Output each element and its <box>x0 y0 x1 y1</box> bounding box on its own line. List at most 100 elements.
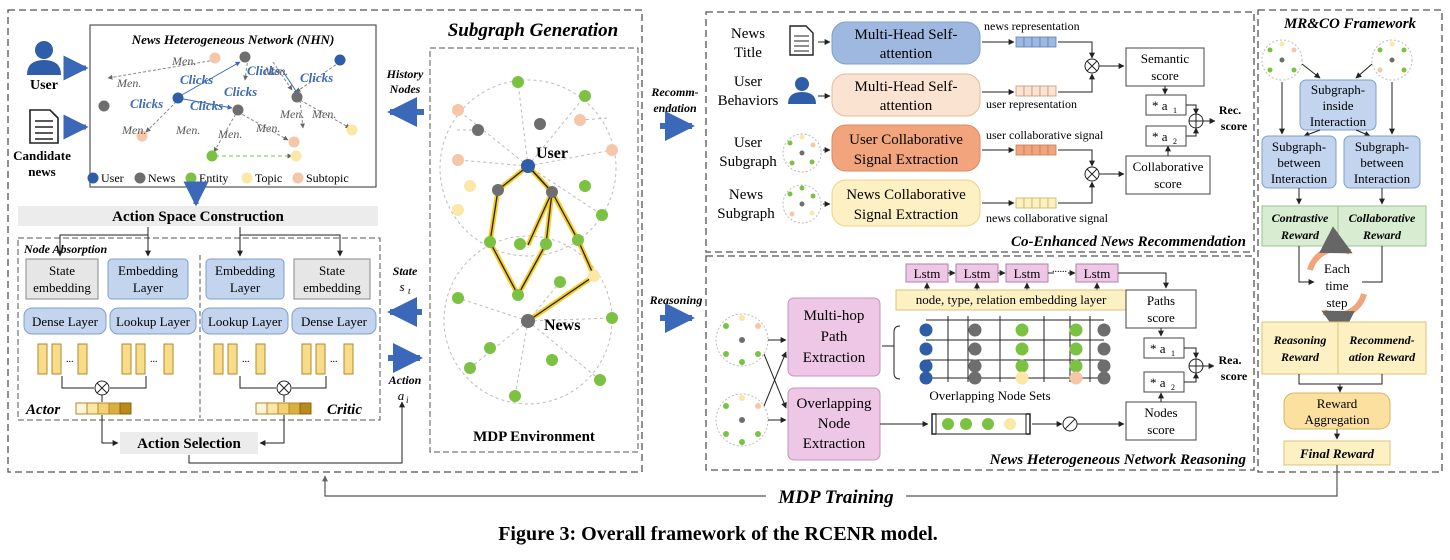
svg-text:2: 2 <box>1173 137 1177 146</box>
svg-text:...: ... <box>242 354 250 365</box>
recommendation-arrow-label: Recomm- <box>650 85 698 99</box>
reasoning-input-graph-1 <box>715 313 769 367</box>
embedding-layer-box-critic <box>205 258 285 300</box>
svg-text:inside: inside <box>1322 98 1353 113</box>
lookup-layer-box-critic <box>201 307 289 335</box>
user-subgraph-label: User <box>734 135 762 151</box>
svg-text:between: between <box>1277 155 1321 170</box>
svg-text:embedding: embedding <box>303 280 361 295</box>
state-embedding-box <box>25 258 99 300</box>
svg-text:Dense Layer: Dense Layer <box>301 314 368 329</box>
svg-text:* a: * a <box>1150 341 1166 356</box>
node-absorption-frame <box>17 237 381 421</box>
each-time-step-cycle: Each time step <box>1307 226 1367 338</box>
nhn-edge-labels: Men. Men. Men. Men. Men. Men. Men. Men. … <box>116 54 336 141</box>
svg-text:Reward: Reward <box>1362 228 1402 242</box>
nhn-nodes <box>98 51 358 162</box>
svg-text:Multi-Head Self-: Multi-Head Self- <box>855 79 958 95</box>
svg-text:Lstm: Lstm <box>914 266 941 281</box>
svg-text:...: ... <box>330 354 338 365</box>
news-collab-box <box>831 179 981 227</box>
svg-text:* a: * a <box>1152 98 1168 113</box>
svg-text:attention: attention <box>880 46 933 62</box>
svg-text:score: score <box>1151 68 1179 83</box>
svg-text:Layer: Layer <box>133 280 164 295</box>
lookup-layer-box <box>109 307 197 335</box>
svg-text:Contrastive: Contrastive <box>1272 211 1329 225</box>
embedding-layer-box <box>107 258 189 300</box>
user-collab-label: user collaborative signal <box>986 128 1104 142</box>
svg-text:attention: attention <box>880 98 933 114</box>
semantic-score-box <box>1125 47 1205 87</box>
svg-text:score: score <box>1147 422 1175 437</box>
svg-text:Men.: Men. <box>121 123 146 137</box>
lstm-chain: Lstm Lstm Lstm Lstm ...... <box>905 263 1169 290</box>
svg-text:Clicks: Clicks <box>300 70 333 85</box>
svg-text:......: ...... <box>1052 264 1067 275</box>
news-rep-label: news representation <box>984 19 1080 33</box>
svg-text:* a: * a <box>1152 129 1168 144</box>
nodes-score-box <box>1125 401 1197 441</box>
svg-text:User: User <box>536 145 568 162</box>
svg-text:2: 2 <box>1171 383 1175 392</box>
svg-text:State: State <box>49 263 75 278</box>
svg-text:Collaborative: Collaborative <box>1133 159 1204 174</box>
svg-text:Lstm: Lstm <box>1014 266 1041 281</box>
svg-text:Men.: Men. <box>171 54 196 68</box>
svg-text:Reasoning: Reasoning <box>1273 333 1327 347</box>
svg-text:Interaction: Interaction <box>1310 114 1367 129</box>
action-selection-label: Action Selection <box>137 436 241 452</box>
collab-score-box <box>1125 155 1211 195</box>
final-reward-box <box>1283 440 1391 466</box>
svg-text:Each: Each <box>1324 261 1350 276</box>
svg-text:Node: Node <box>818 416 851 432</box>
svg-text:Men.: Men. <box>311 107 336 121</box>
news-subgraph-icon <box>782 184 822 224</box>
svg-text:Reward: Reward <box>1280 350 1320 364</box>
multihop-path-box <box>787 297 881 377</box>
user-icon <box>27 41 61 75</box>
node-absorption-label: Node Absorption <box>23 242 108 256</box>
nhn-box <box>89 24 377 188</box>
svg-text:Men.: Men. <box>255 121 280 135</box>
nhn-edges <box>107 57 351 159</box>
mhsa-box-2 <box>831 73 981 117</box>
svg-text:1: 1 <box>1173 106 1177 115</box>
svg-text:Signal Extraction: Signal Extraction <box>854 152 959 168</box>
svg-text:Clicks: Clicks <box>247 63 280 78</box>
critic-output-vector <box>255 402 312 415</box>
svg-text:Signal Extraction: Signal Extraction <box>854 207 959 223</box>
svg-text:Dense Layer: Dense Layer <box>32 314 99 329</box>
news-collab-label: news collaborative signal <box>986 211 1109 225</box>
recommendation-reward-box <box>1337 321 1427 375</box>
svg-text:Men.: Men. <box>217 127 242 141</box>
user-subgraph-icon <box>782 133 822 173</box>
action-space-label: Action Space Construction <box>112 209 284 225</box>
svg-text:Extraction: Extraction <box>803 436 866 452</box>
mrco-graph-left <box>1261 39 1303 81</box>
overlap-sets-label: Overlapping Node Sets <box>929 388 1050 403</box>
svg-text:Embedding: Embedding <box>215 263 275 278</box>
svg-text:step: step <box>1327 295 1348 310</box>
user-label: User <box>30 78 58 93</box>
svg-text:Lookup Layer: Lookup Layer <box>208 314 283 329</box>
svg-text:s: s <box>399 279 404 294</box>
svg-text:Men.: Men. <box>175 123 200 137</box>
reasoning-arrow-label: Reasoning <box>649 293 703 307</box>
svg-text:Title: Title <box>734 45 762 61</box>
svg-text:News: News <box>148 171 176 185</box>
mdp-training-line-left <box>322 475 766 497</box>
svg-text:Semantic: Semantic <box>1141 51 1190 66</box>
recommendation-frame <box>705 11 1255 253</box>
subgraph-inside-box <box>1299 79 1377 131</box>
nhn-title: News Heterogeneous Network (NHN) <box>131 32 335 47</box>
svg-text:Clicks: Clicks <box>180 72 213 87</box>
svg-text:...: ... <box>150 354 158 365</box>
svg-text:Multi-Head Self-: Multi-Head Self- <box>855 27 958 43</box>
svg-text:Multi-hop: Multi-hop <box>804 308 865 324</box>
svg-text:Subgraph-: Subgraph- <box>1272 139 1326 154</box>
actor-vectors: ... ... <box>37 343 174 375</box>
svg-text:Men.: Men. <box>263 64 288 78</box>
svg-text:Clicks: Clicks <box>224 84 257 99</box>
user-collab-box <box>831 124 981 172</box>
